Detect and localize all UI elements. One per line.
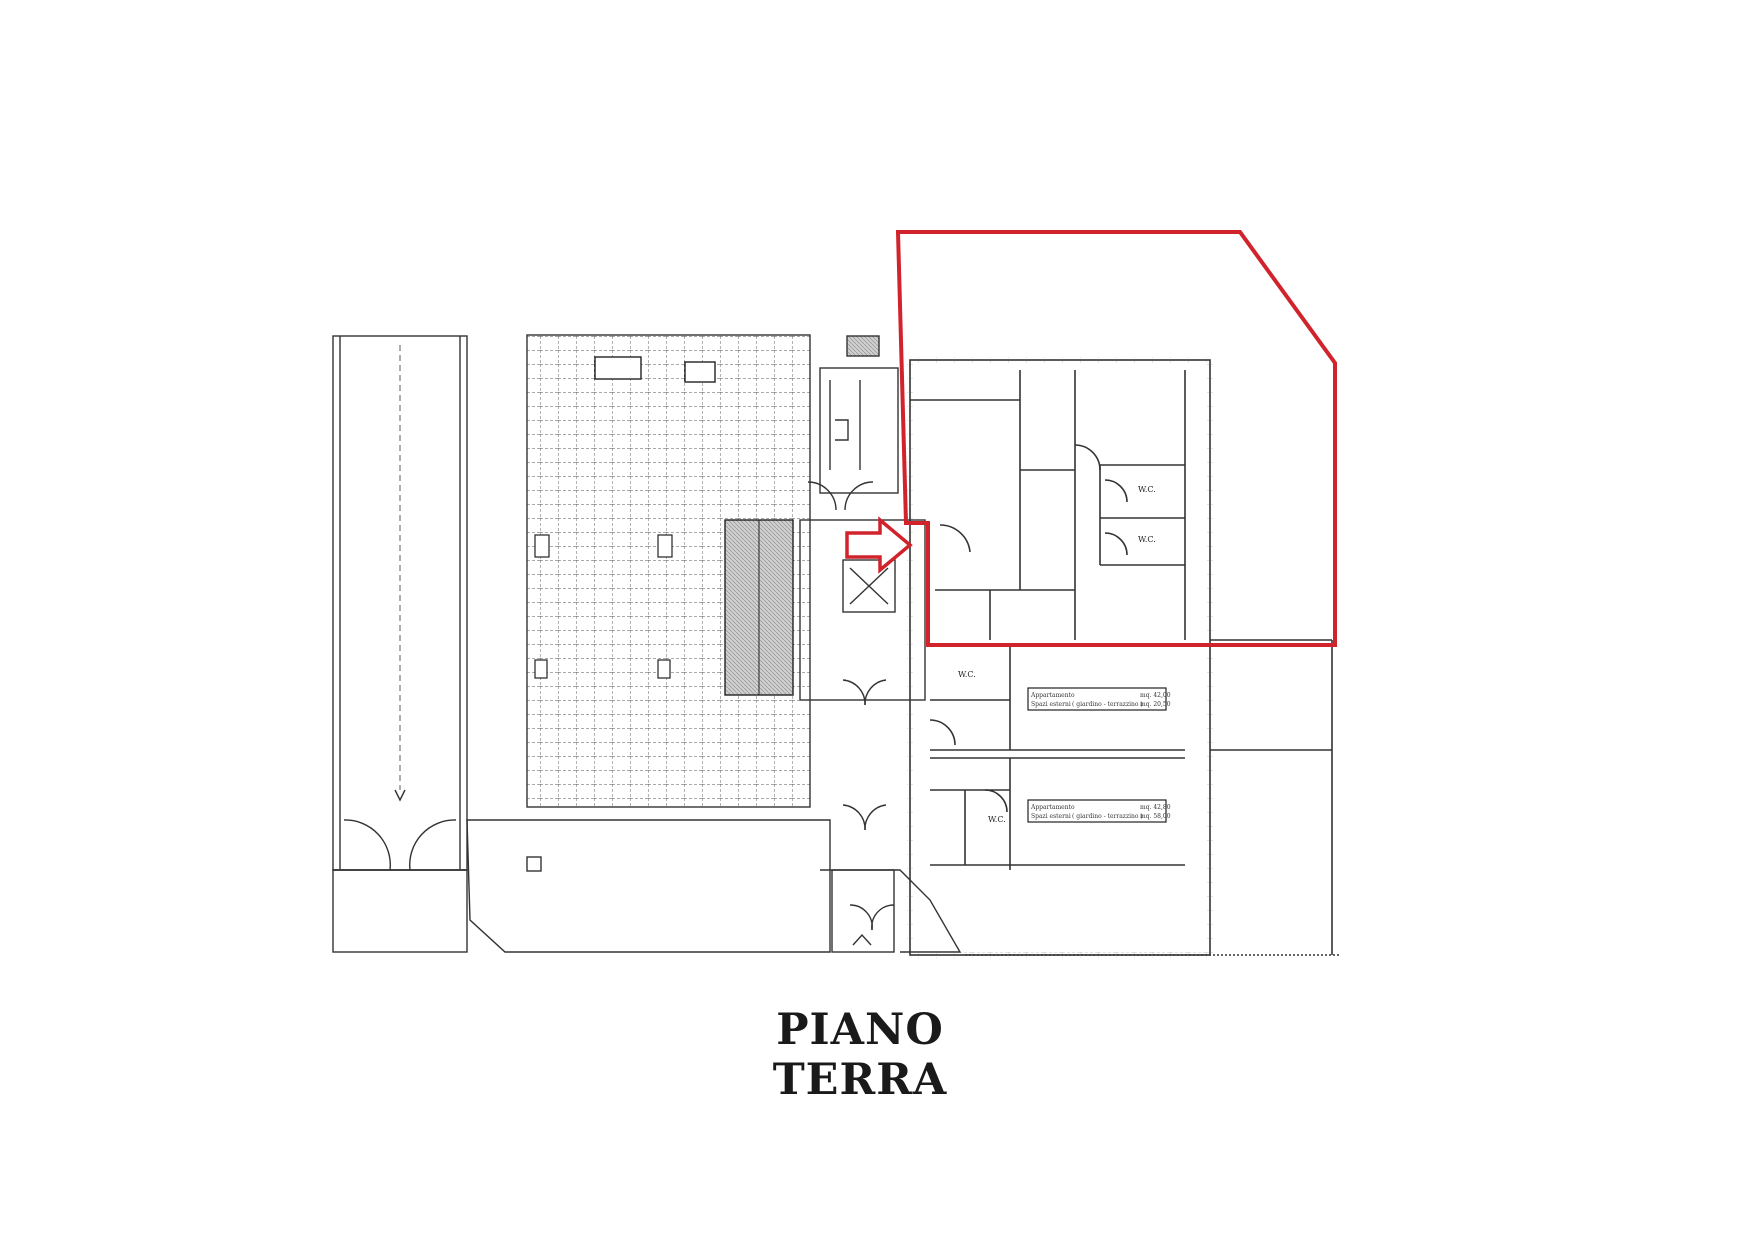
- unit-2-line1: Appartamento: [1030, 804, 1075, 811]
- unit-1-line2-note: ( giardino - terrazzino ): [1072, 701, 1143, 708]
- unit-2-line2-value: mq. 58,00: [1140, 813, 1171, 820]
- unit-2-line2-note: ( giardino - terrazzino ): [1072, 813, 1143, 820]
- room-label-wc: W.C.: [1138, 535, 1156, 544]
- room-label-wc: W.C.: [988, 815, 1006, 824]
- unit-box-1: Appartamento mq. 42,00 Spazi esterni ( g…: [1027, 687, 1171, 711]
- unit-box-2: Appartamento mq. 42,80 Spazi esterni ( g…: [1027, 799, 1171, 823]
- page-title: PIANO TERRA: [772, 1005, 948, 1105]
- unit-1-line1-value: mq. 42,00: [1140, 692, 1171, 699]
- room-label-wc: W.C.: [958, 670, 976, 679]
- unit-1-line2: Spazi esterni: [1031, 701, 1071, 708]
- courtyard: [526, 334, 811, 808]
- unit-1-line1: Appartamento: [1030, 692, 1075, 699]
- left-garage: [332, 335, 468, 871]
- bottom-strip: [332, 819, 831, 953]
- unit-1-line2-value: mq. 20,50: [1140, 701, 1171, 708]
- unit-2-line1-value: mq. 42,80: [1140, 804, 1171, 811]
- unit-2-line2: Spazi esterni: [1031, 813, 1071, 820]
- room-label-wc: W.C.: [1138, 485, 1156, 494]
- stair-core: [799, 335, 962, 953]
- right-building: [907, 357, 1340, 958]
- room-labels: W.C. W.C. W.C. W.C.: [958, 485, 1156, 824]
- highlight-boundary: [895, 230, 1337, 647]
- entrance-arrow-icon: [845, 516, 913, 574]
